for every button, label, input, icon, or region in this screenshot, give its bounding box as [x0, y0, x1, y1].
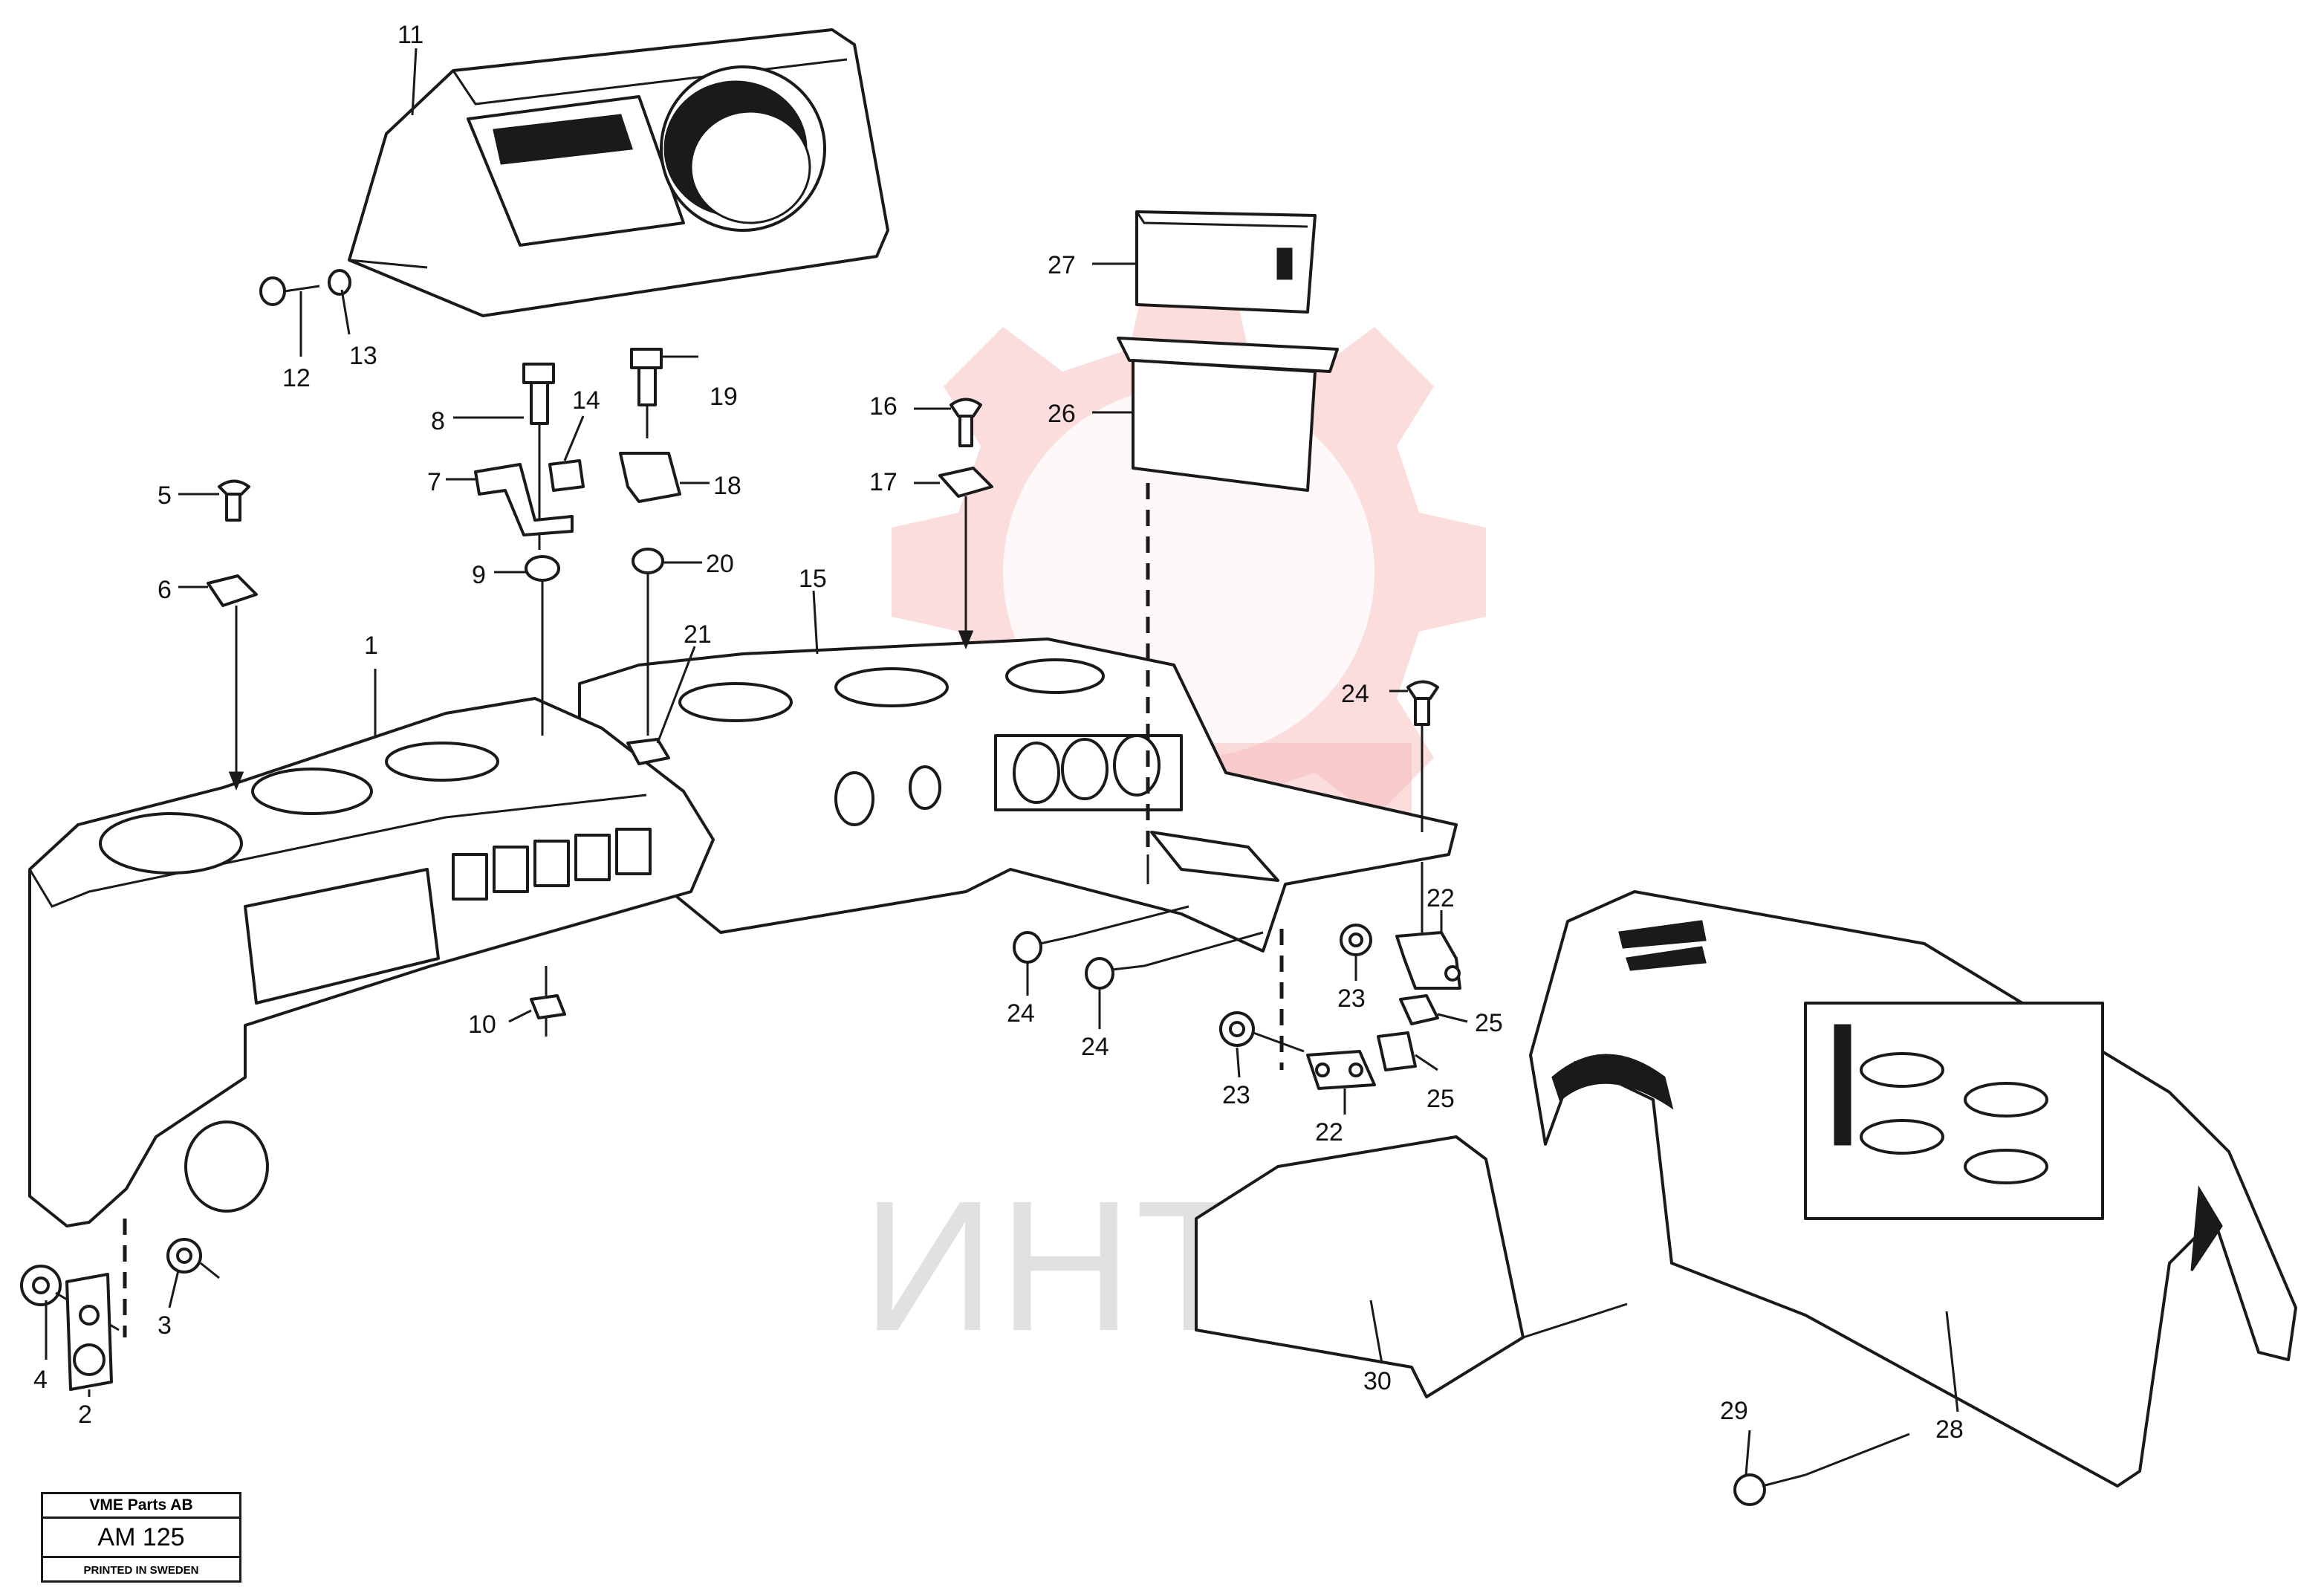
callout-25a: 25: [1475, 1009, 1503, 1037]
part-24-screw-a: [1013, 905, 1189, 996]
part-19-bolt: [630, 348, 698, 438]
callout-17: 17: [869, 468, 898, 496]
part-29-screw: [1733, 1430, 1910, 1506]
callout-24c: 24: [1341, 680, 1369, 708]
callout-4: 4: [33, 1366, 48, 1394]
callout-23a: 23: [1337, 984, 1366, 1013]
callout-6: 6: [158, 576, 172, 604]
callout-30: 30: [1363, 1367, 1392, 1395]
part-14-nut: [548, 415, 585, 492]
part-25-clip-b: [1377, 1031, 1438, 1071]
callout-14: 14: [572, 386, 600, 415]
callout-3: 3: [158, 1311, 172, 1340]
callout-20: 20: [706, 550, 734, 578]
part-11-instrument-hood: [348, 28, 889, 317]
callout-21: 21: [684, 620, 712, 649]
callout-22a: 22: [1426, 884, 1455, 912]
callout-24a: 24: [1007, 999, 1035, 1028]
part-3-grommet: [166, 1238, 220, 1308]
callout-26: 26: [1048, 400, 1076, 428]
leader-28: [1945, 1311, 1959, 1412]
part-26-ashtray-holder: [1117, 337, 1339, 492]
part-8-bolt: [453, 363, 555, 550]
callout-15: 15: [799, 565, 827, 593]
part-5-screw: [178, 479, 250, 522]
part-2-plate: [65, 1273, 113, 1397]
callout-11: 11: [397, 21, 423, 49]
part-17-clip: [914, 467, 993, 650]
part-9-spacer: [494, 555, 560, 736]
callout-23b: 23: [1222, 1081, 1250, 1109]
title-block-stamp: VME Parts AB AM 125 PRINTED IN SWEDEN: [41, 1492, 241, 1583]
callout-2: 2: [78, 1401, 92, 1429]
callout-25b: 25: [1426, 1085, 1455, 1113]
part-1-dashboard: [28, 697, 715, 1227]
leader-11: [411, 48, 418, 116]
callout-1: 1: [364, 632, 378, 660]
part-22-bracket-b: [1306, 1050, 1376, 1115]
part-21-clip: [626, 646, 696, 765]
callout-19: 19: [710, 383, 738, 411]
part-18-bracket: [619, 452, 710, 503]
callout-7: 7: [427, 468, 441, 496]
part-25-clip-a: [1399, 994, 1468, 1025]
part-13-washer: [328, 269, 351, 335]
part-24-screw-c: [1389, 680, 1439, 832]
callout-9: 9: [472, 561, 486, 589]
callout-24b: 24: [1081, 1033, 1109, 1061]
part-16-screw: [914, 398, 982, 447]
callout-18: 18: [713, 472, 741, 500]
part-12-screw: [259, 276, 320, 357]
part-6-clip: [178, 574, 258, 791]
part-7-bracket: [446, 463, 574, 536]
part-10-clip: [508, 966, 566, 1037]
callout-28: 28: [1935, 1415, 1964, 1444]
stamp-company: VME Parts AB: [43, 1494, 239, 1519]
callout-16: 16: [869, 392, 898, 421]
part-24-screw-b: [1085, 931, 1264, 1029]
callout-12: 12: [282, 364, 311, 392]
stamp-code: AM 125: [43, 1519, 239, 1558]
callout-13: 13: [349, 342, 377, 370]
callout-8: 8: [431, 407, 445, 435]
part-27-ashtray: [1135, 210, 1317, 314]
stamp-printed: PRINTED IN SWEDEN: [83, 1564, 199, 1577]
part-15-centre-panel: [578, 638, 1458, 953]
leader-15: [812, 590, 819, 655]
part-22-bracket-a: [1395, 862, 1461, 990]
part-23-grommet-a: [1340, 924, 1372, 981]
callout-5: 5: [158, 481, 172, 510]
part-28-side-panel: [1529, 890, 2297, 1488]
part-23-grommet-b: [1219, 1011, 1305, 1078]
callout-27: 27: [1048, 251, 1076, 279]
part-20-spacer: [632, 548, 702, 736]
callout-22b: 22: [1315, 1118, 1343, 1146]
leader-30: [1369, 1300, 1383, 1364]
callout-10: 10: [468, 1011, 496, 1039]
callout-29: 29: [1720, 1397, 1748, 1425]
leader-30b: [1522, 1303, 1628, 1339]
